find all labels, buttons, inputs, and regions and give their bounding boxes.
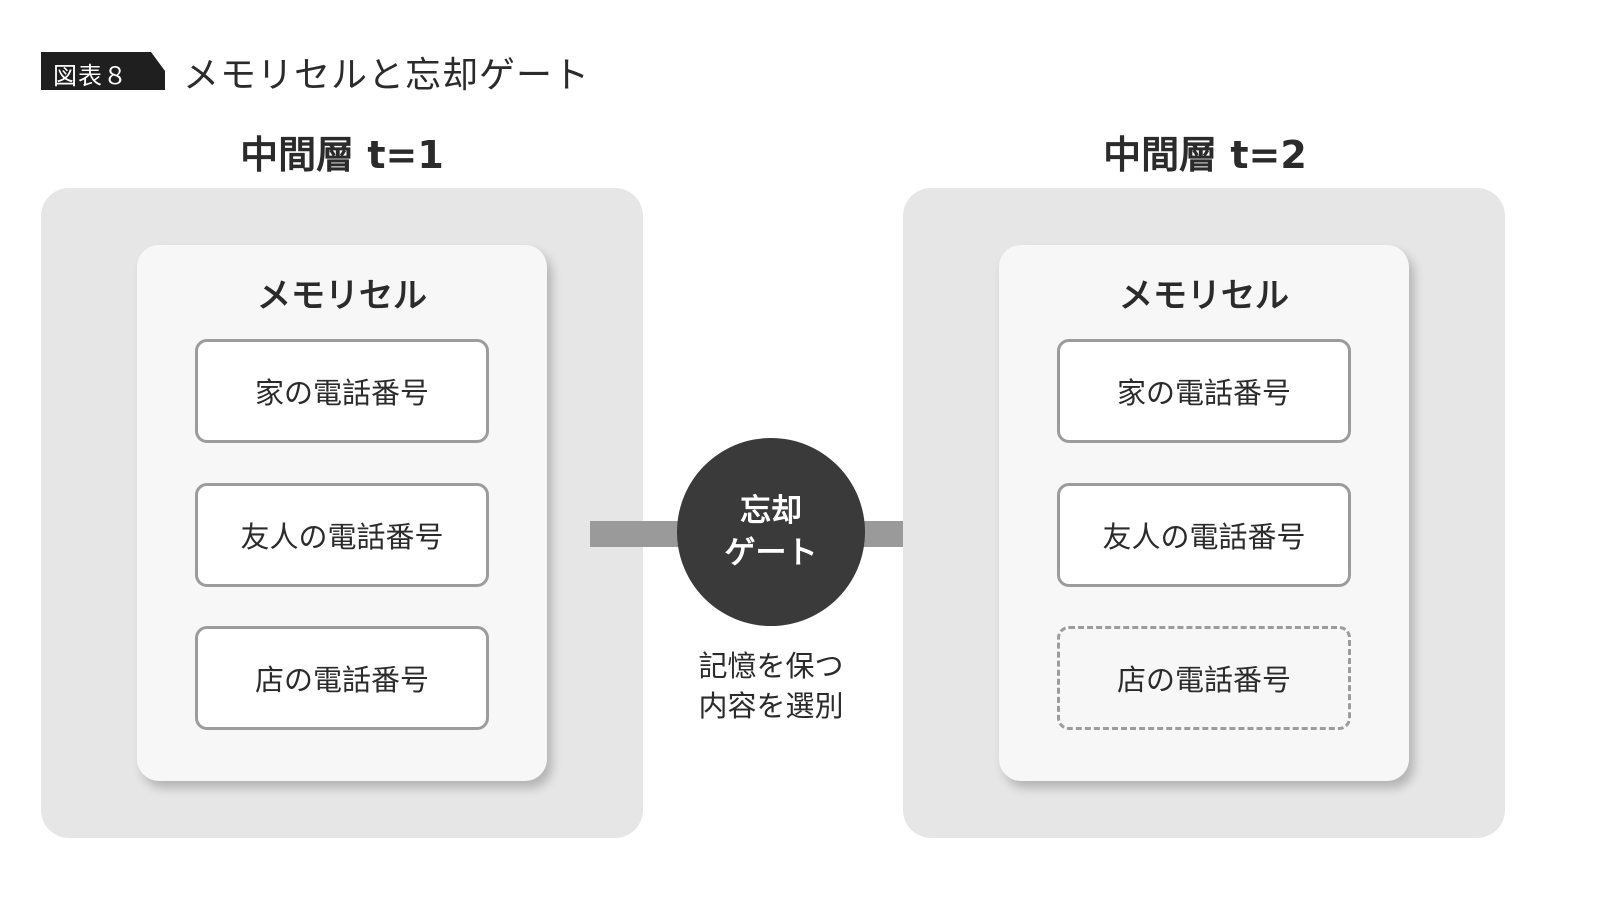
badge-shape [41,52,165,90]
layer-title-t1: 中間層 t=1 [240,133,444,177]
layer-title-t2: 中間層 t=2 [1103,133,1307,177]
figure-number: 図表８ [53,62,128,90]
memory-cell-title-t1: メモリセル [257,276,427,316]
figure-number-badge: 図表８ [41,52,165,90]
forget-gate-label-line1: 忘却 [740,493,802,529]
memory-item-home-phone-t1: 家の電話番号 [195,339,489,443]
memory-item-friend-phone-t2: 友人の電話番号 [1057,483,1351,587]
memory-item-shop-phone-t1: 店の電話番号 [195,626,489,730]
forget-gate-label-line2: ゲート [724,535,818,571]
forget-gate-caption: 記憶を保つ 内容を選別 [640,646,902,726]
memory-item-home-phone-t2: 家の電話番号 [1057,339,1351,443]
gate-caption-line1: 記憶を保つ [698,649,844,683]
input-arrow [590,521,690,547]
memory-cell-title-t2: メモリセル [1119,276,1289,316]
forget-gate: 忘却 ゲート [677,438,865,626]
memory-item-friend-phone-t1: 友人の電話番号 [195,483,489,587]
memory-item-shop-phone-forgotten-t2: 店の電話番号 [1057,626,1351,730]
figure-title: メモリセルと忘却ゲート [183,55,591,96]
gate-caption-line2: 内容を選別 [698,689,844,723]
